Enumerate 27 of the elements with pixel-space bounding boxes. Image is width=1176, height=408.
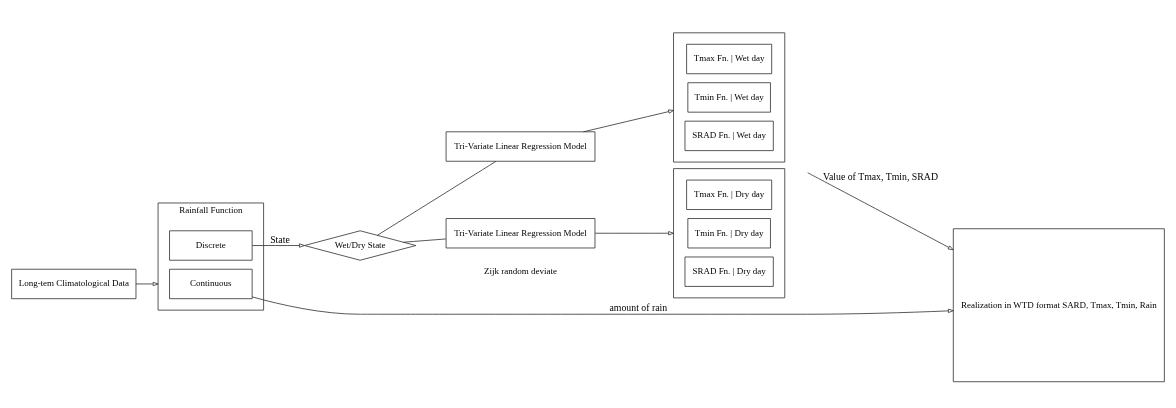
node-box: Tmin Fn. | Wet day: [687, 82, 771, 113]
node-box: Realization in WTD format SARD, Tmax, Tmin, Rain: [952, 228, 1165, 383]
cluster: [673, 32, 786, 163]
arrow: [594, 231, 674, 236]
connector: [376, 160, 497, 236]
node-box: Tmax Fn. | Wet day: [686, 43, 773, 75]
node-box: Tmin Fn. | Dry day: [687, 218, 771, 249]
arrow: [252, 243, 305, 248]
node-box: Discrete: [169, 230, 253, 261]
arrow: [135, 281, 159, 287]
arrow: [583, 109, 674, 133]
node-box: Long-tem Climatological Data: [11, 268, 137, 300]
node-box: SRAD Fn. | Dry day: [684, 256, 774, 287]
edge-label: amount of rain: [609, 302, 668, 314]
node-diamond: Wet/Dry State: [304, 230, 417, 261]
arrow: [807, 172, 954, 251]
node-box: Tri-Variate Linear Regression Model: [445, 131, 596, 162]
connector: [403, 238, 447, 243]
node-box: Tri-Variate Linear Regression Model: [445, 218, 596, 249]
edge-label: State: [270, 233, 290, 245]
node-box: Tmax Fn. | Dry day: [686, 179, 773, 210]
node-box: Continuous: [169, 268, 253, 300]
arrow: [251, 296, 954, 315]
edge-label: Value of Tmax, Tmin, SRAD: [822, 170, 939, 182]
node-box: SRAD Fn. | Wet day: [684, 120, 774, 152]
label: Zijk random deviate: [484, 265, 557, 276]
cluster: [673, 168, 786, 299]
